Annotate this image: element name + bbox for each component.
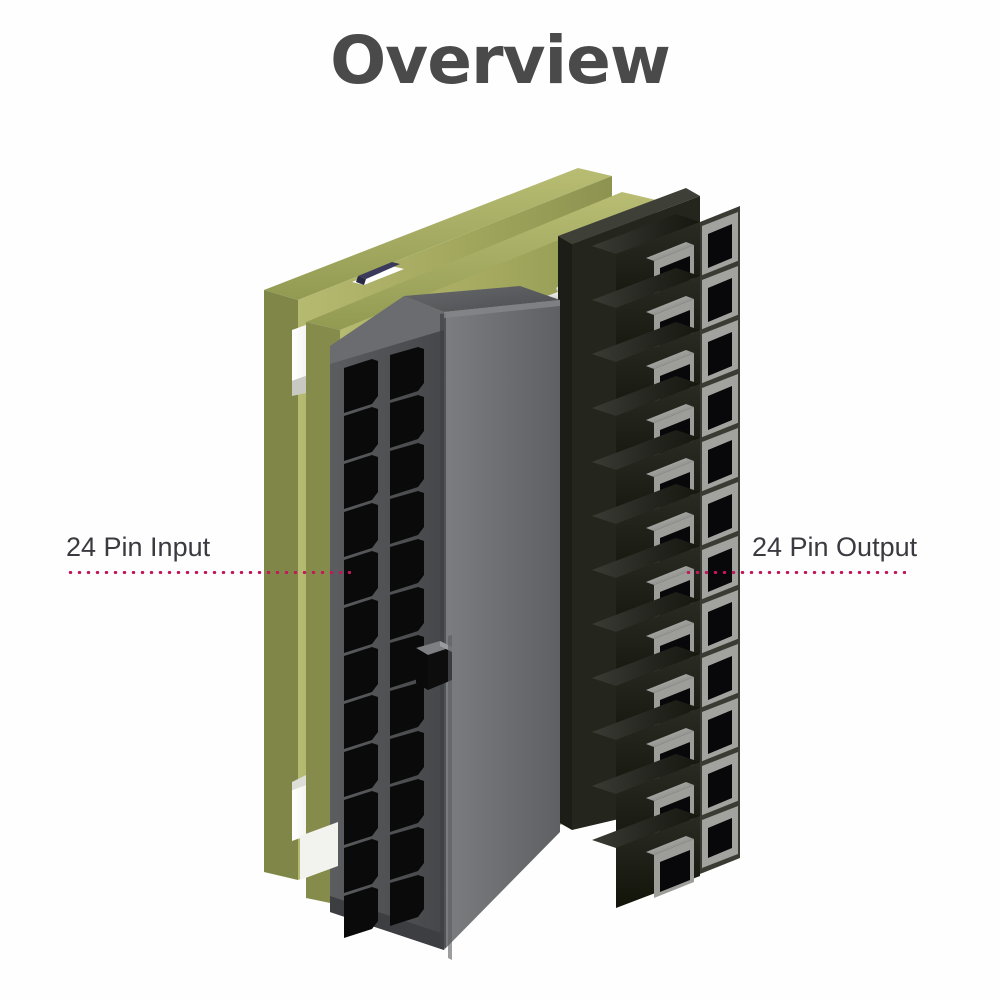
output-connector-24pin [558, 188, 740, 908]
callout-output-leader-line [684, 571, 906, 574]
board-spacer-front-bottom [300, 822, 338, 880]
smd-component [352, 262, 404, 285]
page-title: Overview [330, 22, 671, 99]
output-tube-row [592, 422, 740, 534]
callout-input-leader-line [66, 571, 351, 574]
callout-24-pin-output: 24 Pin Output [684, 532, 918, 574]
output-tube-row [592, 800, 740, 908]
callout-24-pin-input: 24 Pin Input [66, 532, 351, 574]
callout-input-label: 24 Pin Input [66, 532, 211, 562]
input-connector-24pin [330, 286, 560, 960]
input-pin-hole-grid [344, 347, 424, 938]
connector-latch-notch [416, 641, 452, 690]
callout-output-label: 24 Pin Output [752, 532, 918, 562]
